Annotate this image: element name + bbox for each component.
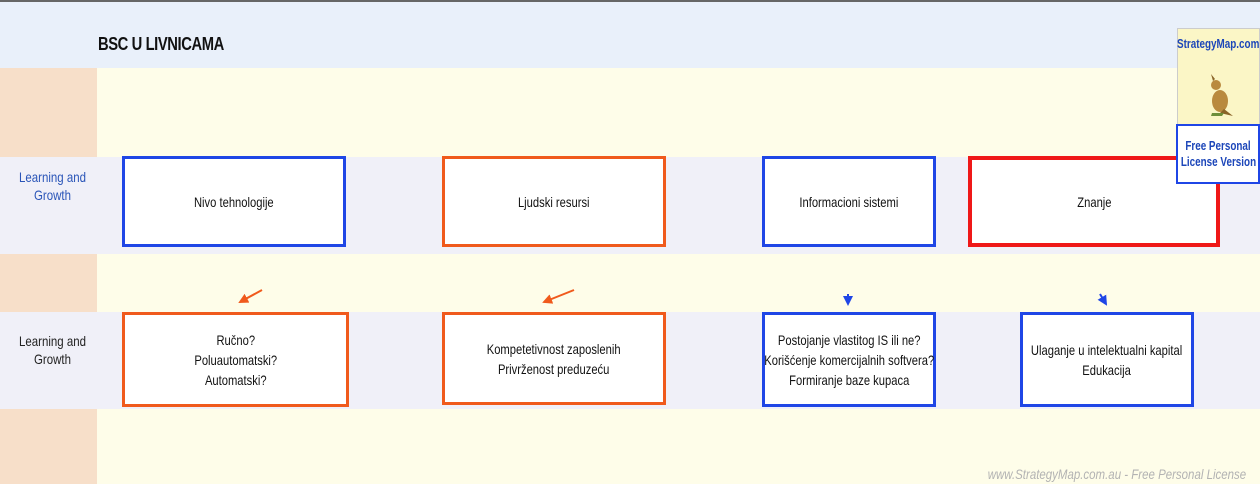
measure-line: Korišćenje komercijalnih softvera? — [764, 351, 934, 368]
measure-line: Formiranje baze kupaca — [788, 371, 910, 388]
measure-intellectual-capital[interactable]: Ulaganje u intelektualni kapital Edukaci… — [1020, 312, 1194, 407]
license-badge: Free Personal License Version — [1176, 124, 1260, 184]
objective-informacioni-sistemi[interactable]: Informacioni sistemi — [762, 156, 936, 247]
arrow-znanje-measure — [1097, 293, 1108, 306]
logo-site-name: StrategyMap.com.au — [1177, 36, 1260, 51]
arrow-nivo-tehnologije-measure — [238, 289, 263, 303]
license-line-1: Free Personal — [1185, 138, 1251, 153]
header-bar: BSC U LIVNICAMA — [0, 2, 1260, 68]
objective-label: Znanje — [1076, 193, 1112, 210]
objective-label: Informacioni sistemi — [799, 193, 899, 210]
measure-line: Ulaganje u intelektualni kapital — [1031, 341, 1183, 358]
row-label-learning-growth-2: Learning and Growth — [18, 333, 87, 367]
measure-line: Automatski? — [204, 371, 267, 388]
watermark: www.StrategyMap.com.au - Free Personal L… — [987, 466, 1246, 482]
perspective-column — [0, 68, 97, 484]
kangaroo-icon — [1211, 74, 1233, 116]
measure-information-systems[interactable]: Postojanje vlastitog IS ili ne? Korišćen… — [762, 312, 936, 407]
objective-nivo-tehnologije[interactable]: Nivo tehnologije — [122, 156, 346, 247]
measure-line: Poluautomatski? — [194, 351, 277, 368]
objective-ljudski-resursi[interactable]: Ljudski resursi — [442, 156, 666, 247]
objective-label: Ljudski resursi — [518, 193, 590, 210]
measure-line: Ručno? — [216, 331, 255, 348]
license-line-2: License Version — [1180, 154, 1256, 169]
measure-line: Kompetetivnost zaposlenih — [487, 340, 621, 357]
objective-label: Nivo tehnologije — [194, 193, 274, 210]
measure-automation-level[interactable]: Ručno? Poluautomatski? Automatski? — [122, 312, 349, 407]
measure-line: Postojanje vlastitog IS ili ne? — [777, 331, 921, 348]
measure-line: Privrženost preduzeću — [498, 360, 610, 377]
top-border — [0, 0, 1260, 2]
arrow-ljudski-resursi-measure — [542, 289, 575, 304]
row-label-learning-growth-1: Learning and Growth — [18, 169, 87, 203]
page-title: BSC U LIVNICAMA — [98, 34, 224, 54]
measure-employees[interactable]: Kompetetivnost zaposlenih Privrženost pr… — [442, 312, 666, 405]
measure-line: Edukacija — [1082, 361, 1132, 378]
